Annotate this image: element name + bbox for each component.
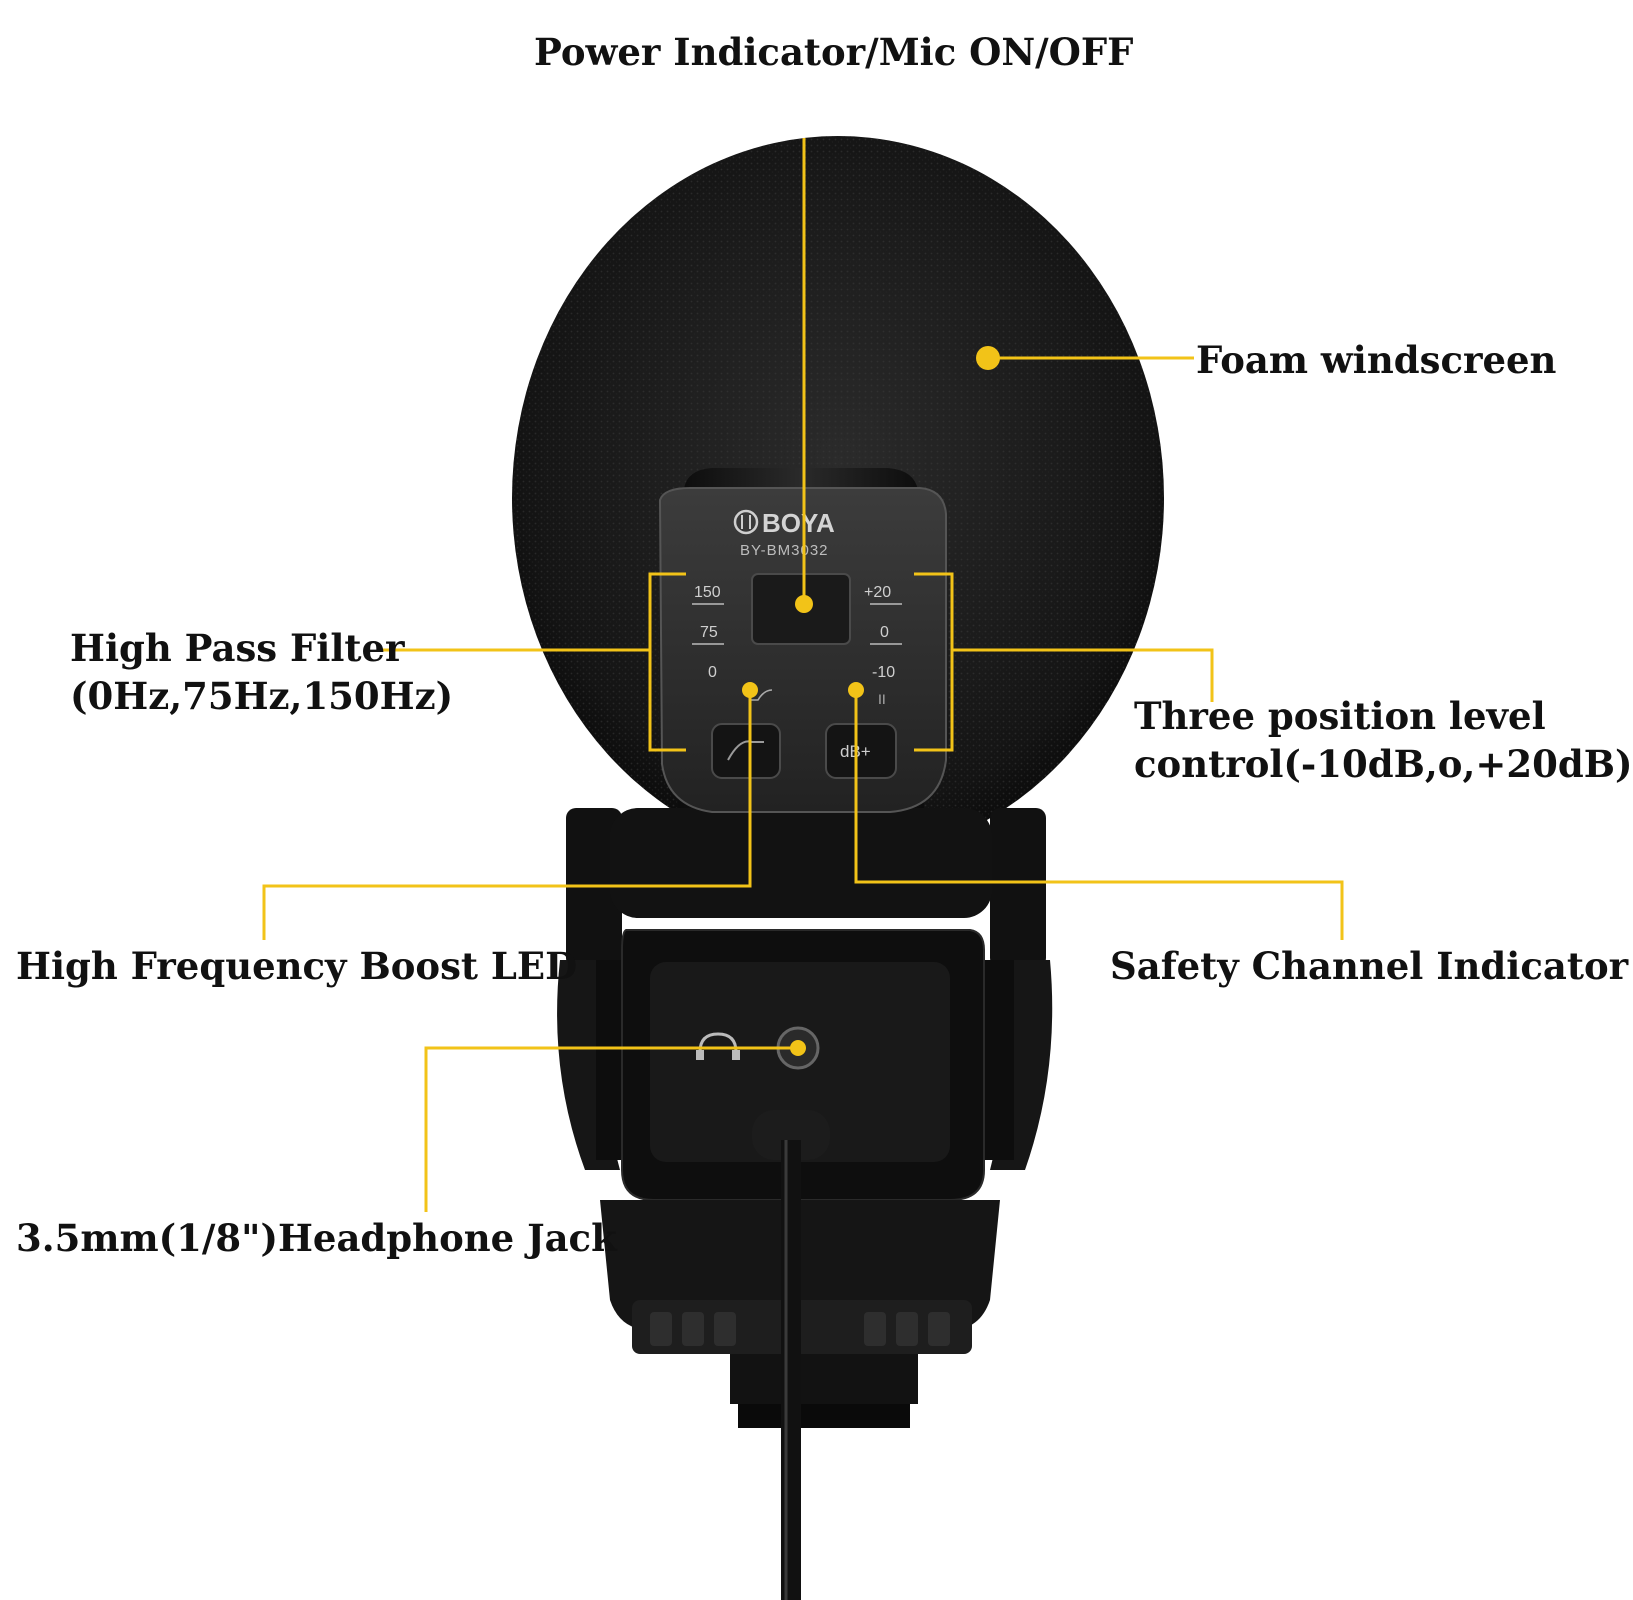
callout-level-line2: control(-10dB,o,+20dB) <box>1134 742 1633 787</box>
leader-jack <box>424 1046 798 1212</box>
model-label: BY-BM3032 <box>740 542 829 559</box>
leader-hpf <box>648 572 686 752</box>
callout-hpf-line1: High Pass Filter <box>70 626 405 670</box>
product-diagram: BOYA BY-BM3032 150 75 0 +20 0 -10 dB+ II <box>16 28 1633 1600</box>
microphone-illustration: BOYA BY-BM3032 150 75 0 +20 0 -10 dB+ II <box>262 136 1344 1600</box>
level-db-button[interactable] <box>825 723 897 779</box>
callout-level-control: Three position level control(-10dB,o,+20… <box>1134 692 1633 788</box>
callout-high-frequency-boost: High Frequency Boost LED <box>16 942 577 990</box>
callout-power-text: Power Indicator/Mic ON/OFF <box>534 30 1134 74</box>
hpf-label-0: 0 <box>708 664 717 681</box>
hpf-label-150: 150 <box>694 584 721 601</box>
high-frequency-boost-button[interactable] <box>711 723 781 779</box>
hpf-label-75: 75 <box>700 624 718 641</box>
boya-logo-icon <box>733 509 759 535</box>
leader-safety <box>854 690 1344 940</box>
leader-level-line <box>952 648 1214 702</box>
headphone-icon <box>698 1032 738 1053</box>
level-label-0: 0 <box>880 624 889 641</box>
hf-curve-icon <box>750 689 773 701</box>
callout-safety-text: Safety Channel Indicator <box>1110 944 1629 988</box>
level-label-plus20: +20 <box>864 584 891 601</box>
dot-power <box>795 595 813 613</box>
callout-foam-text: Foam windscreen <box>1196 338 1557 382</box>
callout-high-pass-filter: High Pass Filter (0Hz,75Hz,150Hz) <box>70 624 453 720</box>
svg-text:II: II <box>878 691 886 707</box>
callout-safety-channel: Safety Channel Indicator <box>1110 942 1628 990</box>
brand-label: BOYA <box>762 508 835 538</box>
callout-level-line1: Three position level <box>1134 694 1546 738</box>
callout-headphone-jack: 3.5mm(1/8")Headphone Jack <box>16 1214 617 1262</box>
level-label-minus10: -10 <box>872 664 895 681</box>
leader-hfb <box>262 690 752 940</box>
headphone-plate <box>621 929 985 1201</box>
leader-level <box>914 572 954 752</box>
callout-foam-windscreen: Foam windscreen <box>1196 336 1556 384</box>
callout-jack-text: 3.5mm(1/8")Headphone Jack <box>16 1216 617 1260</box>
boost-curve-icon <box>727 740 764 761</box>
callout-hpf-line2: (0Hz,75Hz,150Hz) <box>70 674 454 719</box>
callout-hfb-text: High Frequency Boost LED <box>16 944 578 988</box>
dot-foam <box>976 346 1000 370</box>
callout-power-indicator: Power Indicator/Mic ON/OFF <box>534 28 1133 76</box>
